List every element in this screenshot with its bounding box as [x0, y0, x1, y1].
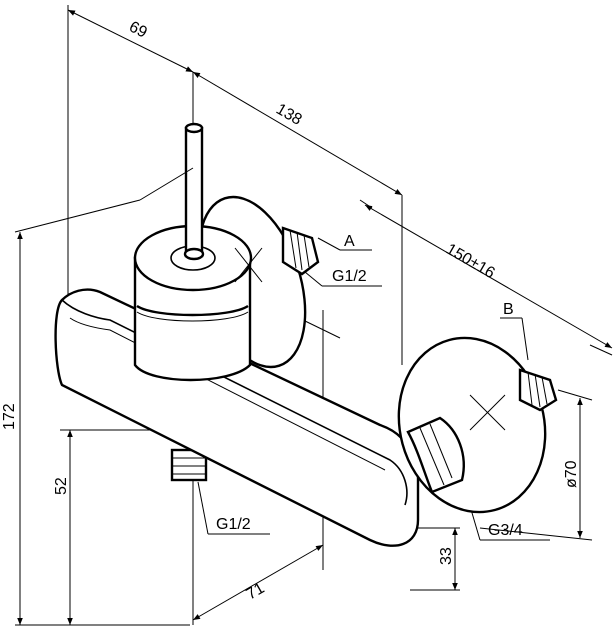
label-g12-top: G1/2 [332, 268, 367, 285]
top-connector-thread [281, 226, 320, 276]
g34-nut [406, 416, 465, 494]
label-b: B [503, 301, 514, 318]
dim-138: 138 [273, 101, 305, 129]
label-a: A [344, 233, 355, 250]
right-flange-center-mark [469, 394, 506, 431]
right-connector-thread [518, 368, 558, 412]
mixer-lever [183, 122, 205, 261]
faucet-body [54, 122, 558, 547]
label-g12-bottom: G1/2 [216, 516, 251, 533]
dim-69: 69 [126, 18, 150, 41]
callout-labels: A G1/2 B G3/4 G1/2 [216, 233, 523, 539]
dimension-lines [17, 9, 613, 625]
label-g34: G3/4 [488, 522, 523, 539]
cylinder-center-mark [234, 247, 263, 283]
dim-172: 172 [1, 403, 18, 430]
dim-70-diameter: ø70 [563, 460, 580, 488]
axis-line-upper [139, 167, 194, 201]
dim-33: 33 [438, 547, 455, 565]
dim-52: 52 [53, 477, 70, 495]
dim-71: 71 [244, 580, 268, 604]
dim-150: 150±16 [443, 241, 498, 282]
